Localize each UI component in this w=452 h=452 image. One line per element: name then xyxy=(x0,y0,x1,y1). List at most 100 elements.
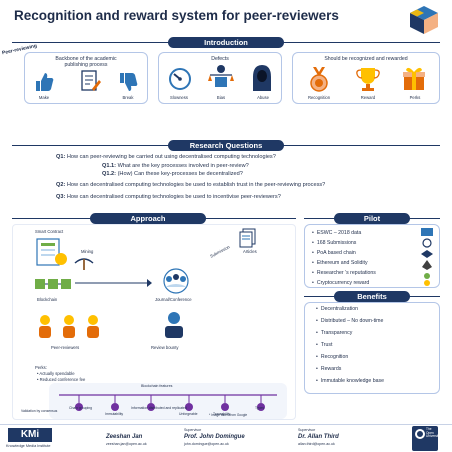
pilot-item-1: 168 Submissions xyxy=(312,240,357,246)
q1-2-label: Q1.2: xyxy=(102,171,116,177)
reward-title: Should be recognized and rewarded xyxy=(324,56,408,62)
backbone-make-label: Make xyxy=(38,95,50,100)
benefit-item-5: Rewards xyxy=(316,366,341,372)
q3-text: How can decentralised computing technolo… xyxy=(66,194,281,200)
q1-label: Q1: xyxy=(56,154,66,160)
rq-header: Research Questions xyxy=(168,140,284,151)
defects-bias-label: Bias xyxy=(216,95,226,100)
coin-icon xyxy=(424,280,430,286)
submission-label: Submission xyxy=(209,244,231,259)
q3-label: Q3: xyxy=(56,194,66,200)
articles-stack-icon xyxy=(239,228,256,248)
feature-chain-grouping: Chain grouping xyxy=(69,406,92,410)
q1-2-text: (How) Can these key-processes be decentr… xyxy=(117,171,243,177)
gavel-icon xyxy=(421,250,433,258)
perks-item-1: • Reduced conference fee xyxy=(37,377,86,382)
blockchain-features-diagram: Blockchain features Chain grouping Immut… xyxy=(49,383,287,419)
review-bounty-label: Review bounty xyxy=(151,345,179,350)
feature-distributed: Information distributed and replicated xyxy=(131,406,187,410)
question-q1-2: Q1.2: (How) Can these key-processes be d… xyxy=(102,171,243,177)
question-q1-1: Q1.1: What are the key processes involve… xyxy=(102,163,249,169)
defects-abuse-label: Abuse xyxy=(257,95,269,100)
question-q3: Q3: How can decentralised computing tech… xyxy=(56,194,281,200)
articles-label: Articles xyxy=(243,249,257,254)
blockchain-label: Blockchain xyxy=(37,297,58,302)
supervisor2-email: allan.third@open.ac.uk xyxy=(298,442,335,446)
supervisor2-name: Dr. Allan Third xyxy=(298,434,339,440)
benefit-item-6: Immutable knowledge base xyxy=(316,378,384,384)
blockchain-to-journal-arrow xyxy=(75,279,152,287)
reward-panel: Should be recognized and rewarded Recogn… xyxy=(292,52,440,104)
review-bounty-reviewer-icon xyxy=(165,312,183,338)
gift-perks-icon xyxy=(403,67,425,90)
peer-reviewers-group-icon xyxy=(39,315,99,338)
backbone-break-label: Break xyxy=(122,95,134,100)
pilot-header: Pilot xyxy=(334,213,410,224)
feature-types: Types xyxy=(255,406,265,410)
features-title: Blockchain features xyxy=(141,384,173,388)
poster-title: Recognition and reward system for peer-r… xyxy=(14,8,339,23)
thumbs-down-icon xyxy=(120,73,138,91)
benefit-item-0: Decentralization xyxy=(316,306,358,312)
trophy-reward-icon xyxy=(356,68,380,91)
supervisor1-name: Prof. John Domingue xyxy=(184,434,245,440)
smart-contract-document-icon xyxy=(36,238,67,266)
supervisor2-label: Supervisor xyxy=(298,428,316,432)
feature-immutability: Immutability xyxy=(105,412,124,416)
pilot-item-3: Ethereum and Solidity xyxy=(312,260,368,266)
author-name: Zeeshan Jan xyxy=(106,434,143,440)
feature-validation: Validation by consensus xyxy=(21,409,58,413)
q2-text: How can decentralised computing technolo… xyxy=(66,182,326,188)
defects-title: Defects xyxy=(211,56,229,62)
medal-recognition-icon xyxy=(310,67,328,92)
q1-text: How can peer-reviewing be carried out us… xyxy=(66,154,276,160)
question-q2: Q2: How can decentralised computing tech… xyxy=(56,182,325,188)
kmi-name: Knowledge Media Institute xyxy=(6,444,51,448)
blockchain-blocks-icon xyxy=(35,279,71,289)
benefit-item-1: Distributed – No down-time xyxy=(316,318,384,324)
eswc-logo-icon xyxy=(421,228,433,236)
approach-panel: Smart Contract Mining Blockchain Journal… xyxy=(12,224,296,420)
pilot-item-4: Researcher ’s reputations xyxy=(312,270,376,276)
supervisor1-email: john.domingue@open.ac.uk xyxy=(184,442,229,446)
magnifier-icon xyxy=(422,238,432,248)
benefit-item-3: Trust xyxy=(316,342,333,348)
intro-header: Introduction xyxy=(168,37,284,48)
thumbs-up-icon xyxy=(36,73,54,91)
smart-contract-label: Smart Contract xyxy=(35,229,64,234)
perks-item-0: • Actually spendable xyxy=(37,371,75,376)
image-credit-note: * Image taken from Google xyxy=(209,413,248,417)
q1-1-label: Q1.1: xyxy=(102,163,116,169)
ou-circle-icon xyxy=(415,429,425,439)
perks-title: Perks: xyxy=(35,365,47,370)
pilot-item-5: Cryptocurrency reward xyxy=(312,280,369,286)
benefits-header: Benefits xyxy=(334,291,410,302)
defects-panel: Defects Slowness Bias Abuse xyxy=(158,52,282,104)
approach-header: Approach xyxy=(90,213,206,224)
features-tree-lines xyxy=(59,394,277,411)
reward-perks-label: Perks xyxy=(409,95,421,100)
supervisor1-label: Supervisor xyxy=(184,428,202,432)
benefit-item-2: Transparency xyxy=(316,330,353,336)
kmi-logo: KMi xyxy=(8,428,52,442)
bias-scale-person-icon xyxy=(208,65,234,87)
reward-recognition-label: Recognition xyxy=(307,95,331,100)
q1-1-text: What are the key processes involved in p… xyxy=(117,163,249,169)
question-q1: Q1: How can peer-reviewing be carried ou… xyxy=(56,154,276,160)
backbone-title: Backbone of the academic publishing proc… xyxy=(55,56,117,68)
backbone-panel: Backbone of the academic publishing proc… xyxy=(24,52,148,104)
pilot-icons-column xyxy=(421,228,433,286)
mining-label: Mining xyxy=(81,249,94,254)
document-edit-icon xyxy=(81,70,101,91)
hooded-hacker-abuse-icon xyxy=(253,65,271,91)
mining-pickaxe-icon xyxy=(74,258,94,270)
journal-label: Journal/Conference xyxy=(155,297,192,302)
feature-unforgeable: Unforgeable xyxy=(179,412,198,416)
journal-conference-icon xyxy=(163,268,189,294)
speedometer-slowness-icon xyxy=(169,68,191,90)
benefit-item-4: Recognition xyxy=(316,354,348,360)
ou-logo-text: The Open University xyxy=(426,427,440,439)
pilot-item-0: ESWC – 2018 data xyxy=(312,230,361,236)
feature-traceability: Traceability xyxy=(213,412,231,416)
defects-slowness-label: Slowness xyxy=(170,95,188,100)
